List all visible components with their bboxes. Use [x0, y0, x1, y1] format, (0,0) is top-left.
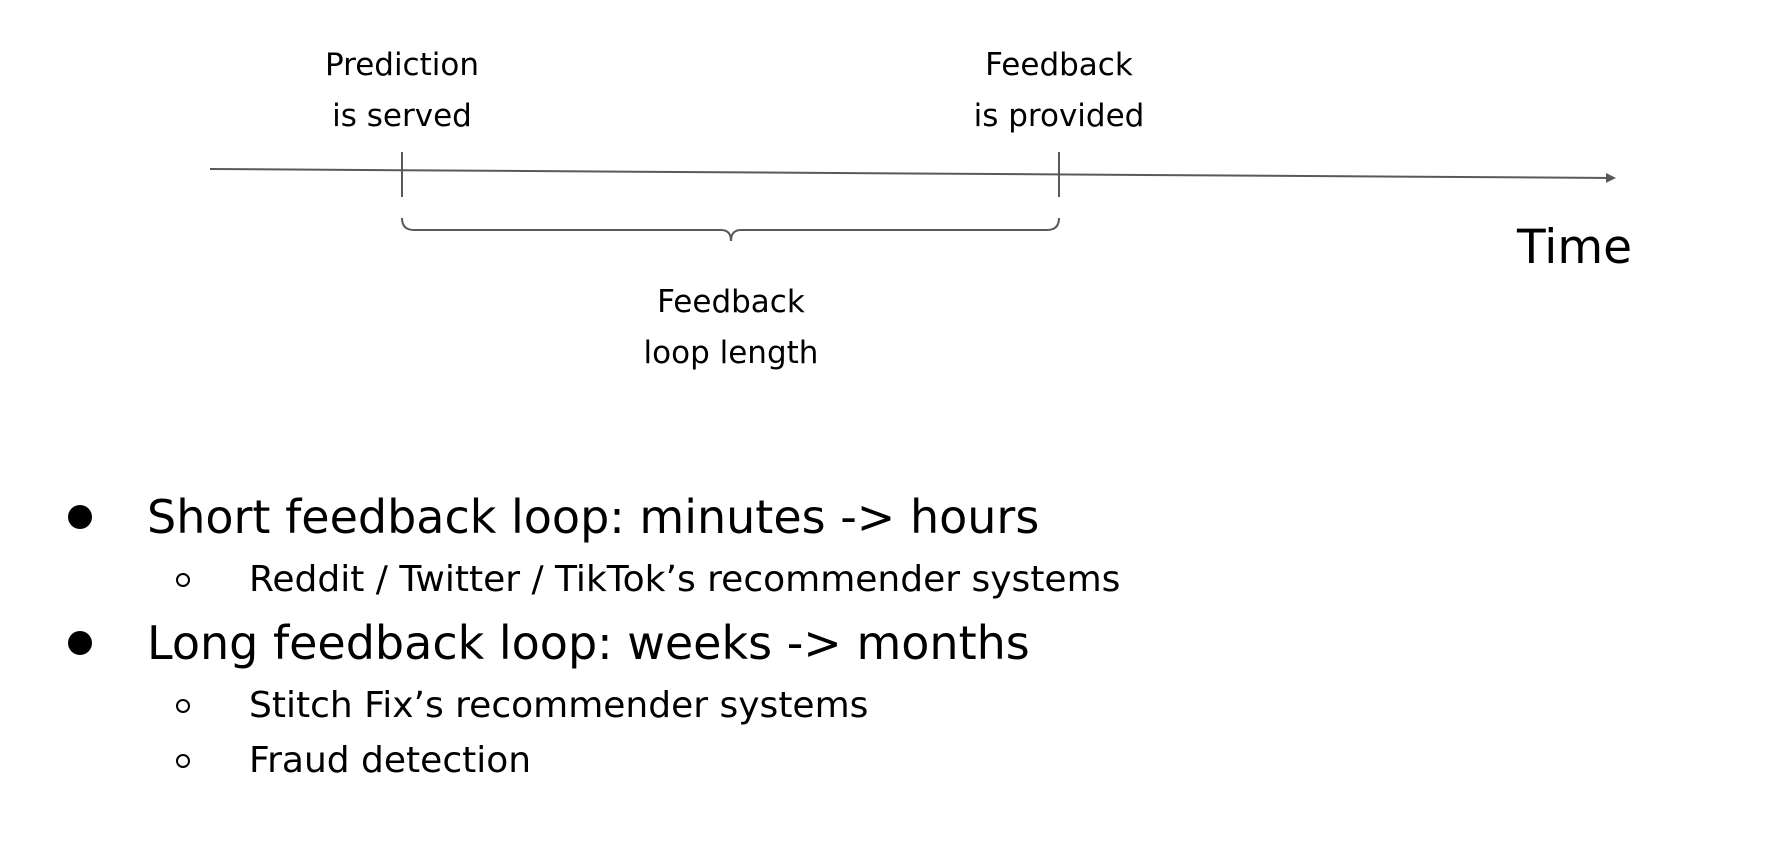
bullet-ring-icon	[176, 754, 190, 768]
bullet-dot-icon	[68, 505, 92, 529]
list-item-text: Short feedback loop: minutes -> hours	[147, 490, 1040, 544]
feedback-label-line-2: is provided	[973, 98, 1145, 134]
feedback-loop-length-label: Feedback loop length	[616, 277, 846, 379]
bullet-ring-icon	[176, 573, 190, 587]
feedback-label-line-1: Feedback	[985, 47, 1133, 83]
prediction-label-line-2: is served	[332, 98, 472, 134]
feedback-provided-label: Feedback is provided	[946, 40, 1172, 142]
prediction-label: Prediction is served	[302, 40, 502, 142]
time-axis-line	[209, 168, 1616, 183]
bullet-ring-icon	[176, 699, 190, 713]
bullet-dot-icon	[68, 631, 92, 655]
list-subitem-text: Reddit / Twitter / TikTok’s recommender …	[249, 559, 1121, 600]
feedback-loop-brace	[401, 217, 1060, 242]
time-axis-label: Time	[1517, 220, 1633, 275]
prediction-label-line-1: Prediction	[324, 47, 479, 83]
list-subitem-fraud-detection: Fraud detection	[176, 737, 1276, 785]
list-subitem-reddit-twitter-tiktok: Reddit / Twitter / TikTok’s recommender …	[176, 556, 1276, 604]
interval-label-line-1: Feedback	[657, 284, 805, 320]
list-item-long-feedback-loop: Long feedback loop: weeks -> months	[68, 613, 1168, 673]
list-item-short-feedback-loop: Short feedback loop: minutes -> hours	[68, 487, 1168, 547]
interval-label-line-2: loop length	[643, 335, 819, 371]
list-subitem-stitch-fix: Stitch Fix’s recommender systems	[176, 682, 1276, 730]
list-subitem-text: Stitch Fix’s recommender systems	[249, 685, 869, 726]
list-item-text: Long feedback loop: weeks -> months	[147, 616, 1030, 670]
list-subitem-text: Fraud detection	[249, 740, 532, 781]
